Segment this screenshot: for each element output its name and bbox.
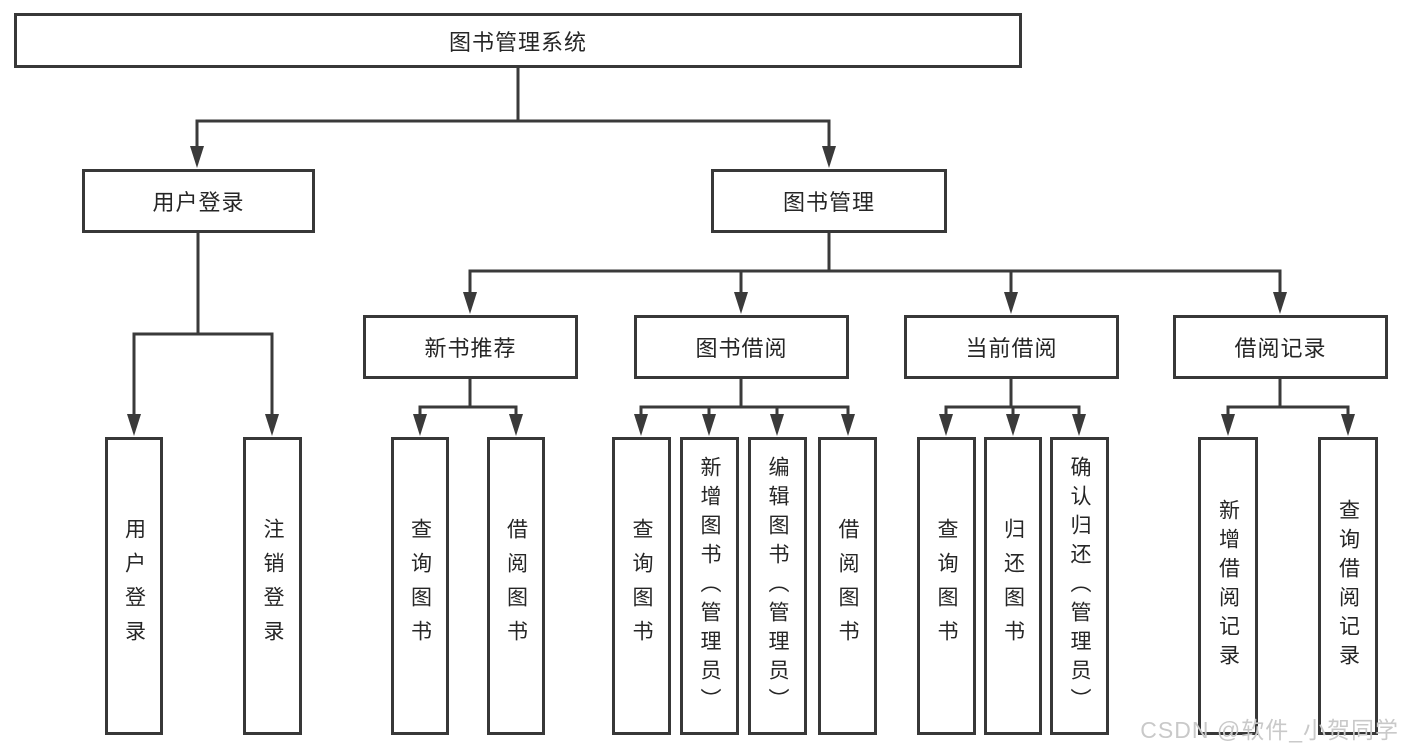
leaf-add-borrow-record: 新增借阅记录: [1198, 437, 1258, 735]
leaf-return-books: 归还图书: [984, 437, 1042, 735]
node-label: 图书管理: [782, 190, 875, 215]
leaf-label: 查询借阅记录: [1336, 499, 1360, 673]
leaf-borrow-books: 借阅图书: [818, 437, 877, 735]
node-root-label: 图书管理系统: [448, 29, 587, 55]
leaf-label: 查询图书: [935, 518, 958, 654]
leaf-borrow-books-recommend: 借阅图书: [487, 437, 545, 735]
arrowheads: [127, 146, 1355, 436]
leaf-label: 新增图书（管理员）: [698, 455, 721, 717]
node-current-borrow: 当前借阅: [904, 315, 1119, 379]
leaf-label: 查询图书: [630, 518, 653, 654]
leaf-label: 注销登录: [261, 518, 284, 654]
leaf-logout: 注销登录: [243, 437, 302, 735]
leaf-label: 编辑图书（管理员）: [766, 455, 789, 717]
node-user-login: 用户登录: [82, 169, 315, 233]
leaf-label: 查询图书: [408, 518, 432, 654]
leaf-edit-books-admin: 编辑图书（管理员）: [748, 437, 807, 735]
node-book-borrow: 图书借阅: [634, 315, 849, 379]
leaf-label: 确认归还（管理员）: [1068, 455, 1091, 717]
leaf-add-books-admin: 新增图书（管理员）: [680, 437, 739, 735]
leaf-label: 用户登录: [122, 518, 146, 654]
node-label: 借阅记录: [1234, 336, 1327, 361]
leaf-label: 借阅图书: [504, 518, 528, 654]
leaf-query-books-recommend: 查询图书: [391, 437, 449, 735]
leaf-query-books-current: 查询图书: [917, 437, 976, 735]
node-label: 当前借阅: [965, 336, 1058, 361]
leaf-confirm-return-admin: 确认归还（管理员）: [1050, 437, 1109, 735]
node-label: 新书推荐: [424, 336, 517, 361]
leaf-user-login: 用户登录: [105, 437, 163, 735]
node-root-system: 图书管理系统: [14, 13, 1022, 68]
leaf-label: 新增借阅记录: [1216, 499, 1240, 673]
leaf-label: 归还图书: [1001, 518, 1025, 654]
node-borrow-records: 借阅记录: [1173, 315, 1388, 379]
watermark: CSDN @软件_小贺同学: [1140, 717, 1399, 743]
leaf-label: 借阅图书: [836, 518, 859, 654]
node-label: 用户登录: [152, 190, 245, 215]
node-new-book-recommend: 新书推荐: [363, 315, 578, 379]
node-label: 图书借阅: [695, 336, 788, 361]
node-book-management: 图书管理: [711, 169, 947, 233]
leaf-query-books-borrow: 查询图书: [612, 437, 671, 735]
leaf-query-borrow-record: 查询借阅记录: [1318, 437, 1378, 735]
